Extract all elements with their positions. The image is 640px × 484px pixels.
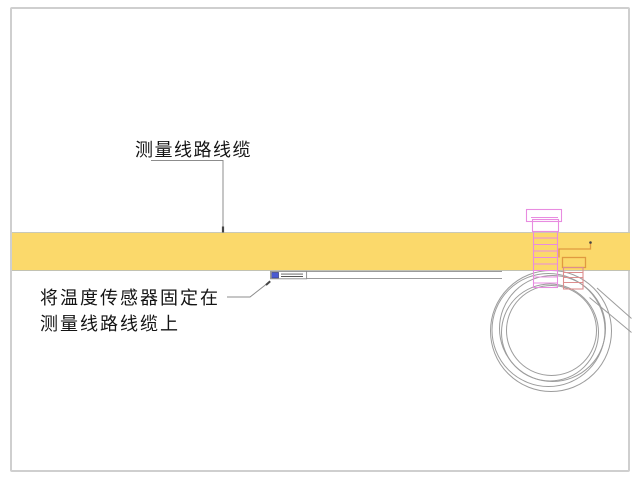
sensor-label: 将温度传感器固定在 测量线路线缆上 [40, 285, 220, 337]
cable-coil [490, 270, 632, 392]
sensor-label-leader-line [227, 282, 269, 298]
clamp-orange-tip-mark [589, 241, 592, 244]
measurement-cable-band [12, 232, 630, 271]
cable-label: 测量线路线缆 [135, 140, 252, 160]
coil-exit-cable [589, 287, 632, 333]
sensor-hatch-lines [281, 273, 303, 277]
sensor-label-line1: 将温度传感器固定在 [40, 288, 220, 308]
cable-clamp-orange [558, 243, 592, 269]
sensor-label-line2: 测量线路线缆上 [40, 314, 180, 334]
temperature-sensor [270, 270, 308, 280]
cable-label-leader-line [151, 160, 224, 230]
cable-clamp-magenta [525, 208, 563, 289]
cable-clamp-red [562, 266, 584, 290]
sensor-blue-block [271, 272, 279, 279]
sensor-label-leader-arrow [265, 280, 271, 286]
